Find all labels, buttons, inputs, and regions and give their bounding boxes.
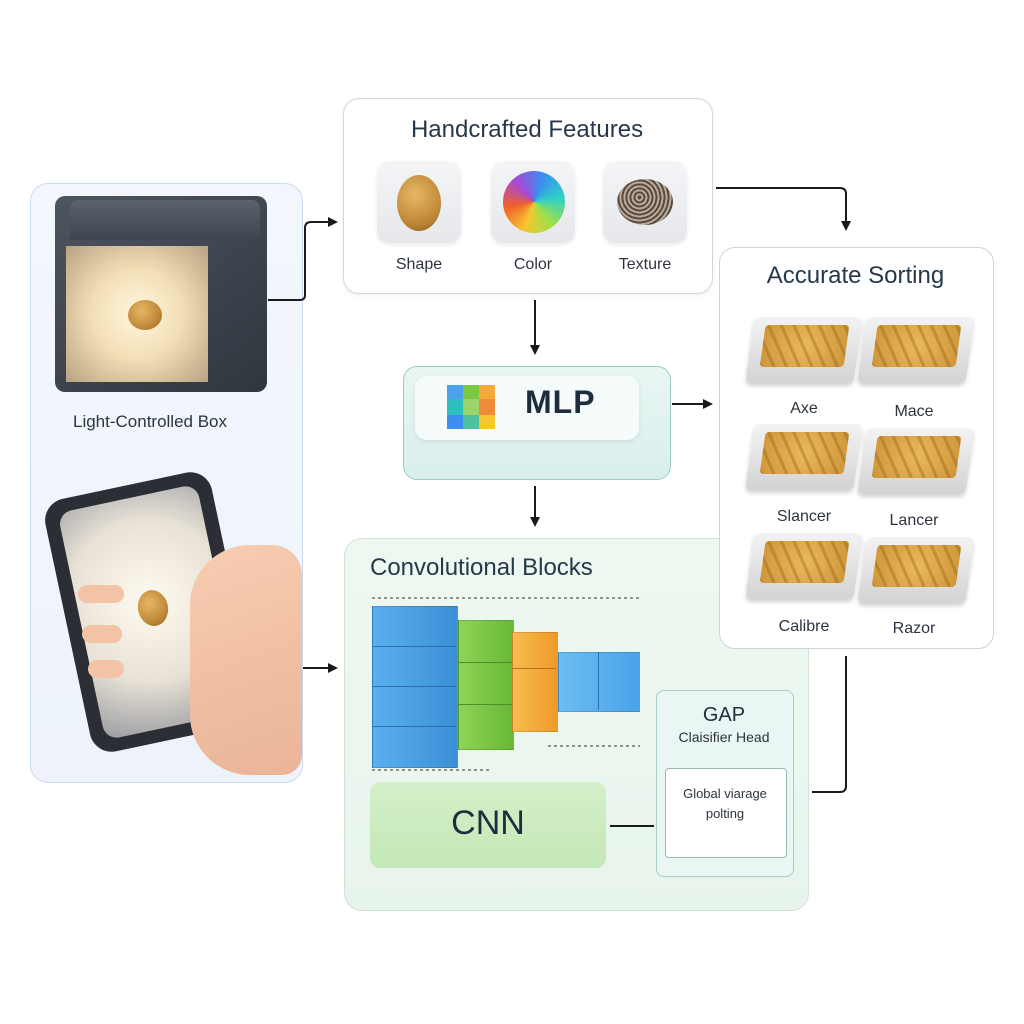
convolutional-blocks-title: Convolutional Blocks (370, 554, 593, 581)
arrow-gap-to-sorting (812, 656, 847, 793)
feature-label-texture: Texture (618, 256, 672, 273)
divider (458, 662, 512, 663)
divider (372, 726, 456, 727)
finger (78, 585, 124, 603)
arrow-features-to-sorting (716, 187, 851, 231)
divider (512, 668, 556, 669)
conv-block-small-blue (558, 652, 640, 712)
seed-shape-icon (397, 175, 441, 231)
feature-label-color: Color (513, 256, 553, 273)
divider (598, 652, 599, 710)
handcrafted-features-title: Handcrafted Features (410, 116, 644, 143)
mlp-label: MLP (525, 384, 596, 420)
gap-detail-card (665, 768, 787, 858)
grid-color-icon (447, 385, 495, 429)
gap-detail-line1: Global viarage (683, 786, 767, 801)
accurate-sorting-title: Accurate Sorting (766, 262, 945, 289)
divider (458, 704, 512, 705)
color-tile (491, 161, 575, 243)
conv-block-blue (372, 606, 458, 768)
sort-label-calibre: Calibre (778, 618, 830, 635)
shape-tile (377, 161, 461, 243)
gap-detail-line2: polting (705, 806, 745, 821)
gap-subtitle: Claisifier Head (678, 729, 770, 745)
sort-label-lancer: Lancer (889, 512, 939, 529)
cnn-label: CNN (451, 804, 525, 842)
cnn-box (370, 782, 606, 868)
feature-label-shape: Shape (395, 256, 443, 273)
divider (372, 646, 456, 647)
seed-icon (128, 300, 162, 330)
gap-title: GAP (702, 704, 746, 726)
finger (88, 660, 124, 678)
hand-illustration (190, 545, 302, 775)
texture-tile (603, 161, 687, 243)
sort-label-axe: Axe (790, 400, 818, 417)
divider (372, 686, 456, 687)
arrow-box-to-features (268, 217, 338, 301)
sort-label-razor: Razor (892, 620, 936, 637)
conv-block-orange (512, 632, 558, 732)
box-label: Light-Controlled Box (72, 412, 228, 431)
box-top (70, 200, 260, 240)
color-sphere-icon (503, 171, 565, 233)
finger (82, 625, 122, 643)
sort-label-slancer: Slancer (776, 508, 832, 525)
sort-label-mace: Mace (894, 403, 934, 420)
texture-icon (617, 179, 673, 225)
